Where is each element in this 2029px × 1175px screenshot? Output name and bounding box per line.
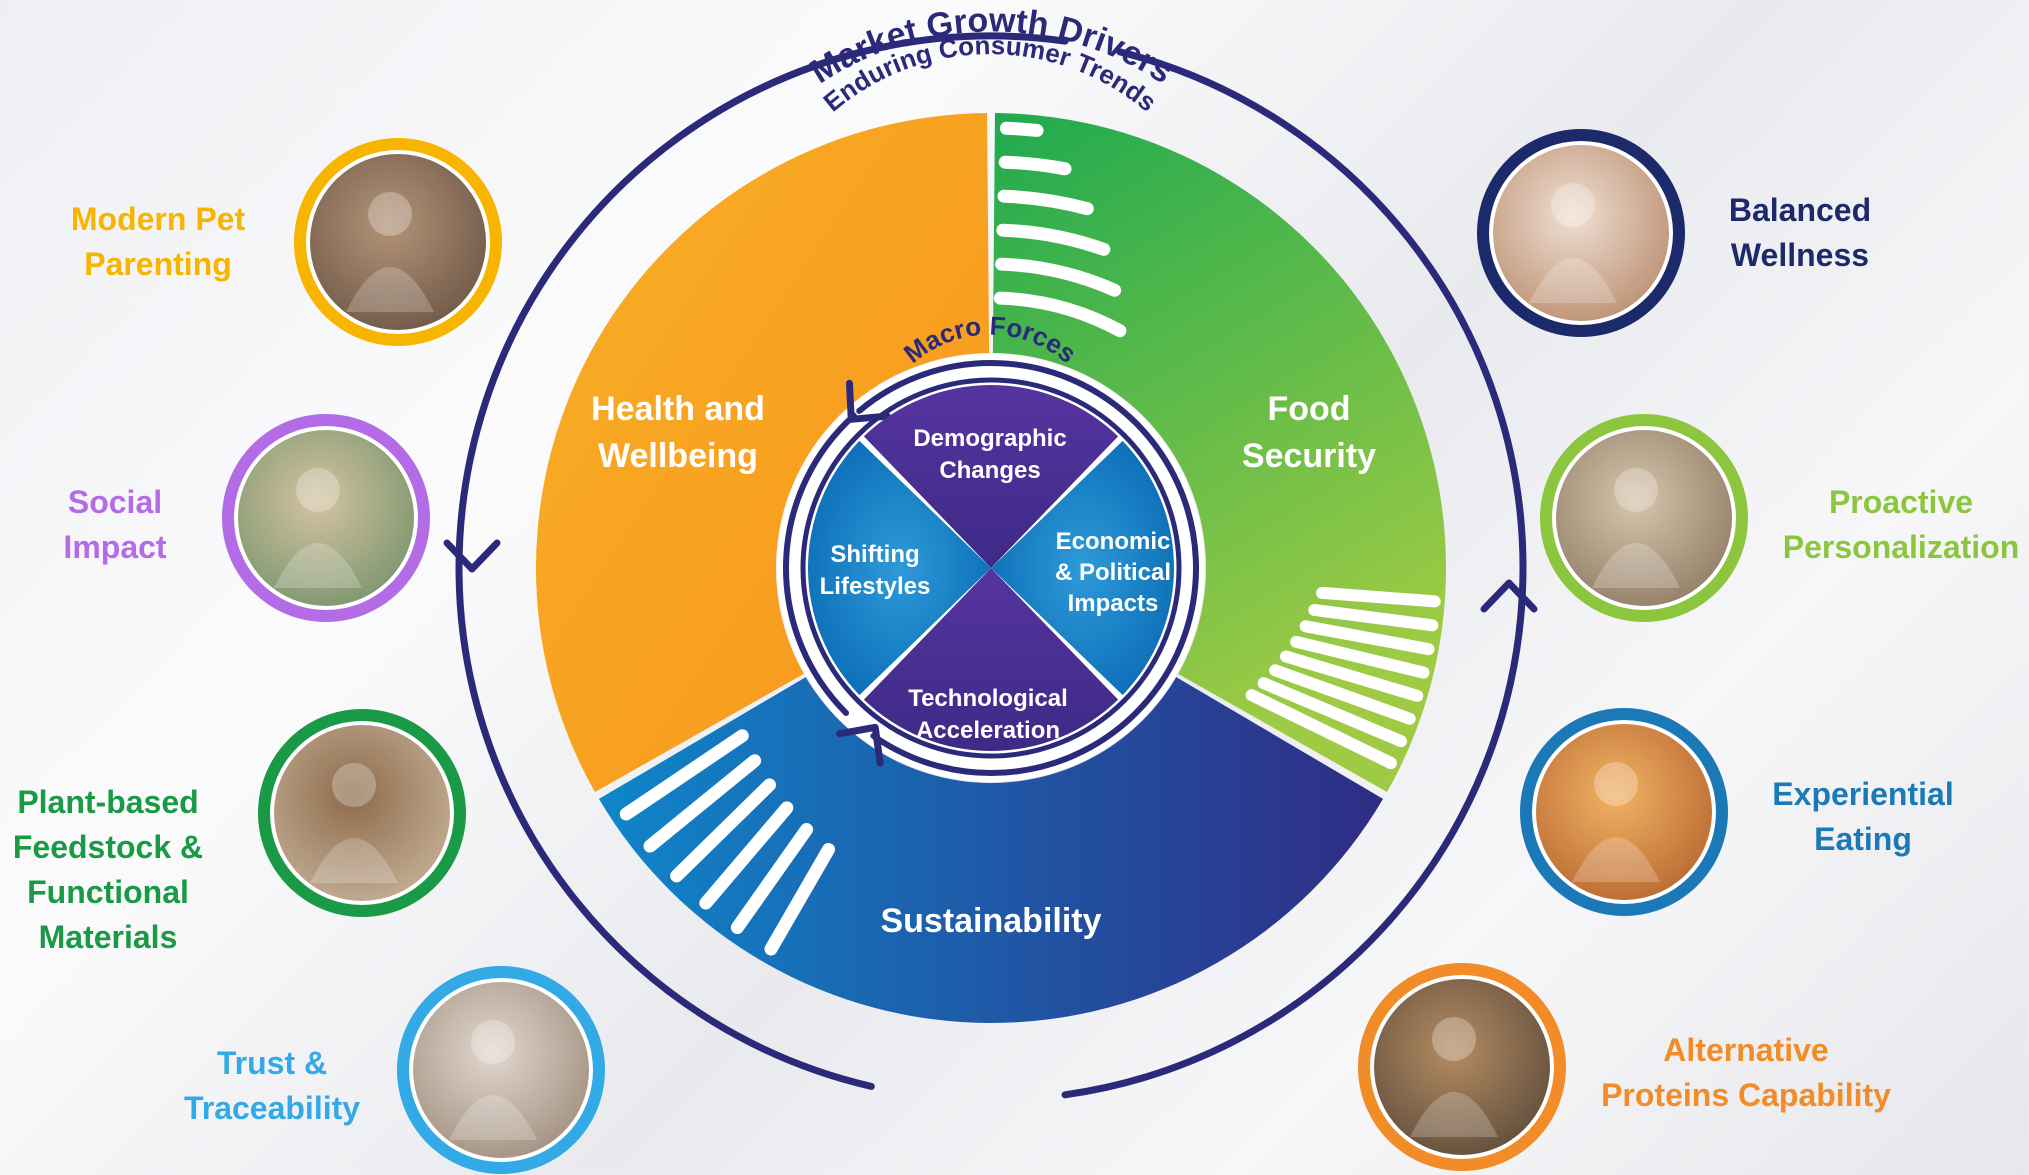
- lifestyles-quadrant: [808, 440, 991, 696]
- food-photography-photo: [1536, 724, 1712, 900]
- balanced-wellness-label-line: Wellness: [1730, 237, 1870, 273]
- plant-based-feedstock-label-line: Materials: [38, 919, 178, 955]
- technological-quadrant: [863, 568, 1119, 751]
- sustainability-stripe: [1245, 689, 1397, 770]
- alternative-proteins-label-line: Proteins Capability: [1601, 1077, 1891, 1113]
- modern-pet-parenting-label-line: Modern Pet: [70, 201, 246, 237]
- photo-person-head: [1614, 468, 1658, 512]
- health-stripe: [699, 801, 794, 910]
- farmers-with-carrots-photo: [238, 430, 414, 606]
- macro-inner-ring: [800, 377, 1182, 759]
- paper-cup-photo: [274, 725, 450, 901]
- plant-based-feedstock-label-line: Functional: [27, 874, 189, 910]
- sustainability-stripe: [1269, 664, 1416, 725]
- health-stripe: [643, 754, 762, 853]
- proactive-personalization-label-line: Personalization: [1782, 529, 2020, 565]
- proactive-personalization-label-line: Proactive: [1828, 484, 1974, 520]
- shopper-in-store-photo: [413, 982, 589, 1158]
- balanced-wellness-label-line: Balanced: [1728, 192, 1872, 228]
- photo-person-head: [471, 1020, 515, 1064]
- trust-traceability-label: Trust & Traceability: [157, 1041, 387, 1131]
- macro-cycle-ring-left: [783, 412, 857, 716]
- trust-traceability-label-line: Traceability: [183, 1090, 361, 1126]
- economic-quadrant: [991, 440, 1174, 696]
- sustainability-stripe: [1257, 677, 1407, 748]
- food-security-stripe: [997, 189, 1094, 216]
- demographic-quadrant: [863, 385, 1119, 568]
- macro-cycle-ring: [856, 360, 1199, 776]
- couple-with-pets-photo: [310, 154, 486, 330]
- food-security-stripe: [999, 121, 1044, 137]
- food-security-stripe: [995, 257, 1122, 297]
- sustainability-stripe: [1308, 603, 1439, 632]
- photo-person-head: [1551, 183, 1595, 227]
- sustainability-stripe: [1316, 586, 1441, 608]
- experiential-eating-label-line: Eating: [1814, 821, 1912, 857]
- photo-person-body: [1592, 543, 1680, 588]
- health-stripe: [764, 842, 835, 956]
- food-security-stripe: [998, 155, 1072, 176]
- photo-person-head: [1594, 762, 1638, 806]
- photo-person-head: [1432, 1017, 1476, 1061]
- photo-person-head: [296, 468, 340, 512]
- experiential-eating-label-line: Experiential: [1772, 776, 1954, 812]
- health-stripe: [670, 778, 777, 883]
- left-arrowhead-icon: [443, 539, 501, 573]
- photo-person-body: [1410, 1092, 1498, 1137]
- food-security-stripe: [993, 291, 1127, 338]
- plant-based-feedstock-label-line: Plant-based: [17, 784, 199, 820]
- alternative-proteins-label-line: Alternative: [1663, 1032, 1829, 1068]
- sustainability-segment: [598, 677, 1384, 1023]
- right-arrowhead-icon: [1480, 579, 1538, 613]
- man-eating-burger-photo: [1374, 979, 1550, 1155]
- plant-based-feedstock-label-line: Feedstock &: [12, 829, 204, 865]
- sustainability-stripe: [1280, 650, 1424, 702]
- sustainability-label: Sustainability: [880, 902, 1101, 940]
- women-exercising-photo: [1493, 145, 1669, 321]
- social-impact-label-line: Impact: [63, 529, 167, 565]
- photo-person-body: [1572, 837, 1660, 882]
- photo-person-body: [346, 267, 434, 312]
- photo-person-body: [310, 838, 398, 883]
- outer-cycle-arrow-left: [455, 48, 875, 1090]
- modern-pet-parenting-label-line: Parenting: [84, 246, 232, 282]
- photo-person-body: [274, 543, 362, 588]
- macro-arrowhead-bottom-icon: [836, 723, 884, 767]
- health-stripe: [619, 729, 749, 821]
- photo-person-head: [332, 763, 376, 807]
- photo-person-body: [1529, 258, 1617, 303]
- photo-person-body: [449, 1095, 537, 1140]
- health-stripe: [730, 822, 814, 935]
- photo-person-head: [368, 192, 412, 236]
- outer-cycle-arc-top: [674, 32, 1069, 142]
- social-impact-label-line: Social: [67, 484, 163, 520]
- sustainability-stripe: [1290, 635, 1430, 679]
- sustainability-stripe: [1299, 620, 1435, 656]
- health-wellbeing-segment: [535, 113, 990, 793]
- trust-traceability-label-line: Trust &: [216, 1045, 328, 1081]
- woman-with-tablet-photo: [1556, 430, 1732, 606]
- food-security-stripe: [996, 223, 1111, 256]
